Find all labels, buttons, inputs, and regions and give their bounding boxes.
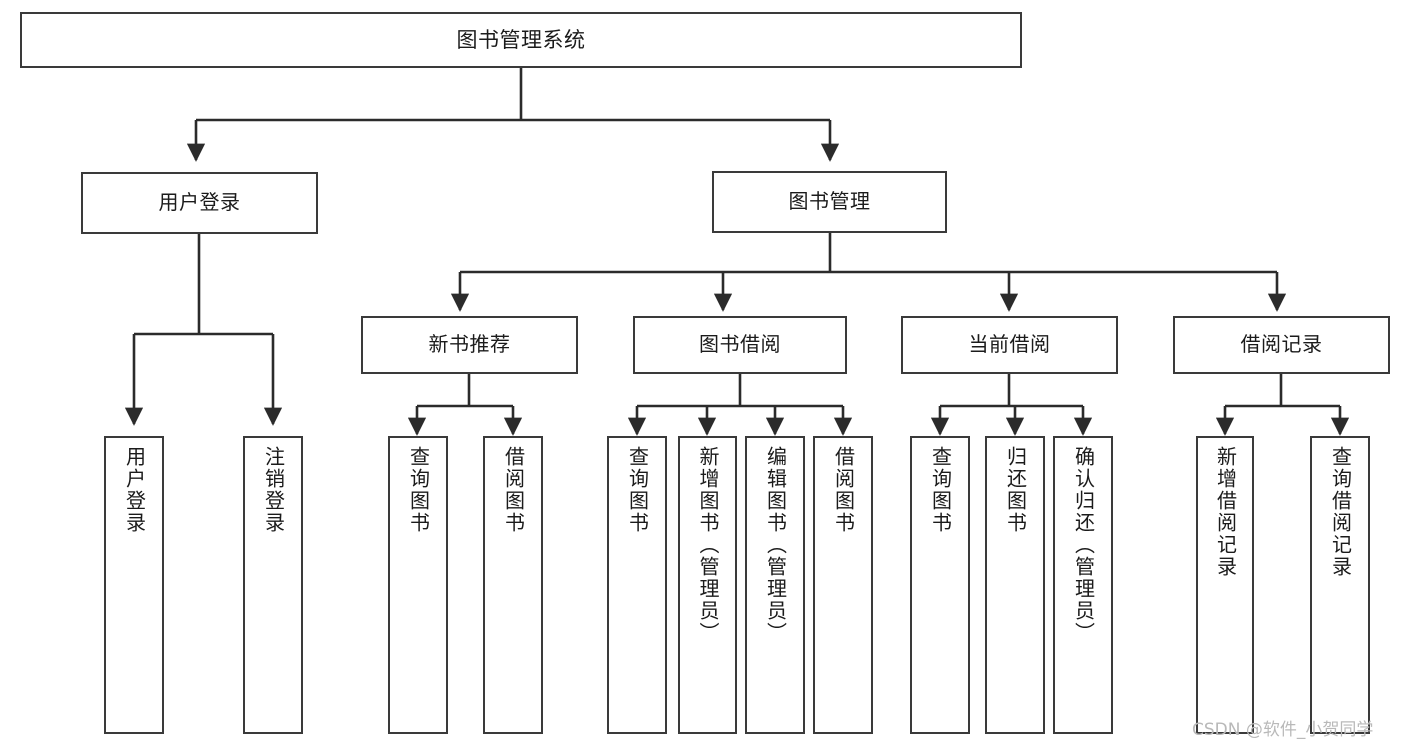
- node-borrow-record-label: 借阅记录: [1240, 332, 1323, 357]
- leaf-user-login-login-label: 用户登录: [122, 446, 147, 534]
- node-borrow-record[interactable]: 借阅记录: [1173, 316, 1390, 374]
- leaf-record-add-record[interactable]: 新增借阅记录: [1196, 436, 1254, 734]
- node-new-book-recommend-label: 新书推荐: [428, 332, 511, 357]
- leaf-borrow-add-book[interactable]: 新增图书（管理员）: [678, 436, 737, 734]
- leaf-borrow-edit-book-label: 编辑图书（管理员）: [763, 446, 788, 644]
- leaf-current-confirm-return[interactable]: 确认归还（管理员）: [1053, 436, 1113, 734]
- node-user-login-label: 用户登录: [158, 190, 241, 215]
- leaf-borrow-query-book-label: 查询图书: [625, 446, 650, 534]
- node-user-login[interactable]: 用户登录: [81, 172, 318, 234]
- node-root-label: 图书管理系统: [456, 27, 586, 52]
- node-root[interactable]: 图书管理系统: [20, 12, 1022, 68]
- node-current-borrow[interactable]: 当前借阅: [901, 316, 1118, 374]
- leaf-current-return-book-label: 归还图书: [1003, 446, 1028, 534]
- leaf-recommend-query-book[interactable]: 查询图书: [388, 436, 448, 734]
- leaf-recommend-borrow-book-label: 借阅图书: [501, 446, 526, 534]
- leaf-borrow-edit-book[interactable]: 编辑图书（管理员）: [745, 436, 805, 734]
- leaf-current-query-book[interactable]: 查询图书: [910, 436, 970, 734]
- leaf-current-query-book-label: 查询图书: [928, 446, 953, 534]
- node-current-borrow-label: 当前借阅: [968, 332, 1051, 357]
- leaf-recommend-query-book-label: 查询图书: [406, 446, 431, 534]
- leaf-current-confirm-return-label: 确认归还（管理员）: [1071, 446, 1096, 644]
- node-book-management-label: 图书管理: [788, 189, 871, 214]
- csdn-watermark: CSDN @软件_小贺同学: [1192, 720, 1374, 740]
- leaf-user-login-login[interactable]: 用户登录: [104, 436, 164, 734]
- node-new-book-recommend[interactable]: 新书推荐: [361, 316, 578, 374]
- leaf-record-add-record-label: 新增借阅记录: [1213, 446, 1238, 578]
- leaf-current-return-book[interactable]: 归还图书: [985, 436, 1045, 734]
- node-book-borrow-label: 图书借阅: [699, 332, 781, 357]
- leaf-borrow-query-book[interactable]: 查询图书: [607, 436, 667, 734]
- leaf-user-login-logout-label: 注销登录: [261, 446, 286, 534]
- leaf-user-login-logout[interactable]: 注销登录: [243, 436, 303, 734]
- leaf-record-query-record-label: 查询借阅记录: [1328, 446, 1353, 578]
- leaf-borrow-add-book-label: 新增图书（管理员）: [696, 446, 720, 644]
- leaf-recommend-borrow-book[interactable]: 借阅图书: [483, 436, 543, 734]
- leaf-borrow-borrow-book[interactable]: 借阅图书: [813, 436, 873, 734]
- leaf-record-query-record[interactable]: 查询借阅记录: [1310, 436, 1370, 734]
- node-book-management[interactable]: 图书管理: [712, 171, 947, 233]
- node-book-borrow[interactable]: 图书借阅: [633, 316, 847, 374]
- leaf-borrow-borrow-book-label: 借阅图书: [831, 446, 856, 534]
